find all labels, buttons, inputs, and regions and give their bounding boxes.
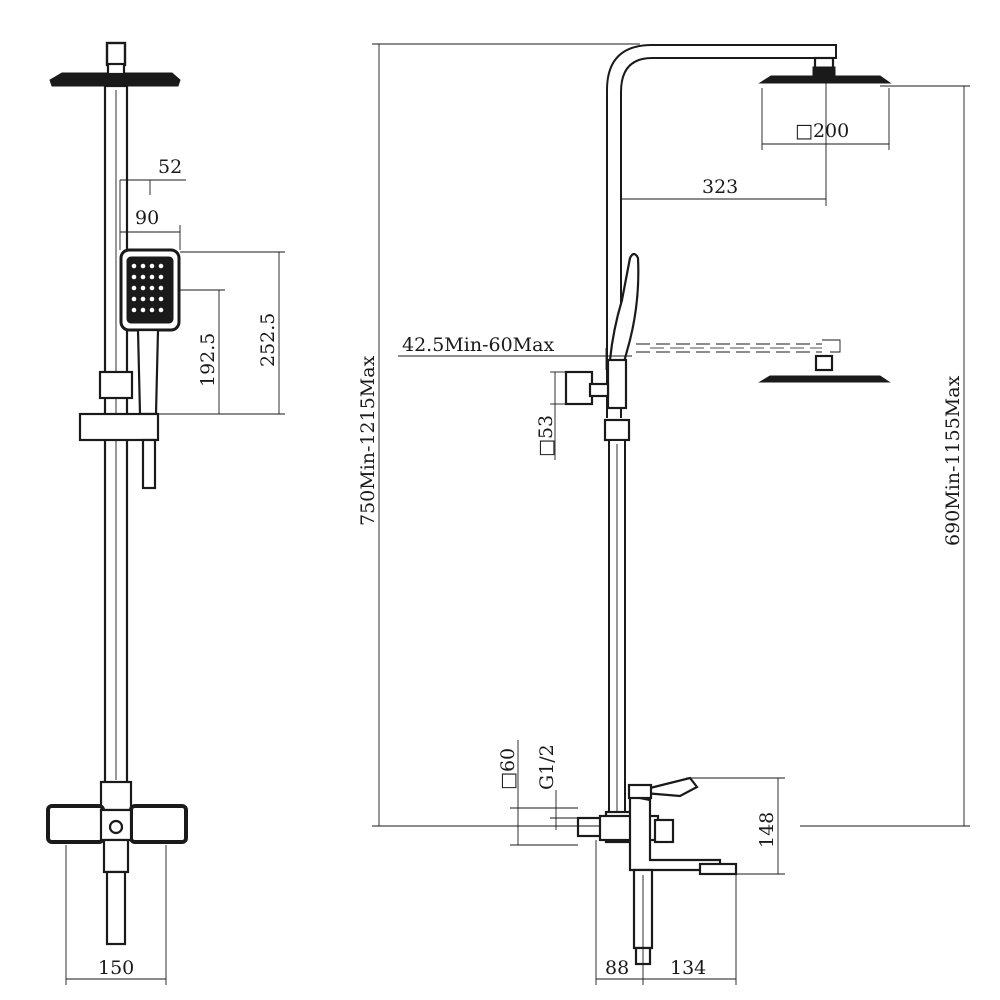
dim-holder-slide-label: 42.5Min-60Max — [402, 334, 554, 356]
dim-thread-label: G1/2 — [536, 744, 558, 790]
dim-90-label: 90 — [135, 207, 159, 229]
dim-bottom: 88 134 — [595, 840, 737, 985]
side-hand-shower — [564, 252, 640, 410]
dim-total-height: 750Min-1215Max — [357, 43, 640, 827]
side-alternate-head — [636, 339, 891, 383]
dim-90: 90 — [119, 180, 181, 250]
dim-head-size: □200 — [761, 88, 890, 150]
dim-252-5-label: 252.5 — [257, 313, 279, 367]
dim-192-5-label: 192.5 — [197, 333, 219, 387]
dim-52-label: 52 — [158, 156, 182, 178]
dim-52: 52 — [120, 156, 186, 195]
dim-323-label: 323 — [702, 176, 738, 198]
dim-323: 323 — [620, 80, 827, 206]
dim-connector-size-label: □60 — [497, 748, 519, 790]
dim-150-label: 150 — [98, 957, 134, 979]
side-mixer — [576, 776, 738, 966]
front-view: 52 90 192.5 252.5 150 — [46, 41, 285, 985]
dim-holder-size: □53 — [535, 371, 566, 460]
dim-134-label: 134 — [670, 957, 706, 979]
dim-148-label: 148 — [756, 812, 778, 848]
dim-thread: G1/2 — [536, 744, 580, 830]
front-rain-head — [49, 41, 181, 87]
dim-holder-size-label: □53 — [535, 415, 557, 457]
dim-252-5: 252.5 — [158, 251, 285, 415]
dim-148: 148 — [686, 777, 785, 875]
dim-88-label: 88 — [605, 957, 629, 979]
dim-head-size-label: □200 — [795, 120, 849, 142]
dim-192-5: 192.5 — [180, 289, 225, 414]
dim-150: 150 — [65, 845, 167, 985]
front-mixer — [46, 780, 188, 946]
dim-connector-size: □60 — [497, 740, 578, 846]
dim-head-height: 690Min-1155Max — [800, 85, 970, 827]
side-riser-arm — [603, 44, 837, 821]
front-hand-shower — [78, 248, 181, 490]
dim-total-height-label: 750Min-1215Max — [357, 355, 379, 526]
side-view: 750Min-1215Max 323 □200 690Min-1155Max 4… — [357, 43, 970, 985]
side-rain-head — [758, 56, 892, 84]
dim-holder-slide: 42.5Min-60Max — [398, 334, 632, 370]
dim-head-height-label: 690Min-1155Max — [942, 375, 964, 546]
